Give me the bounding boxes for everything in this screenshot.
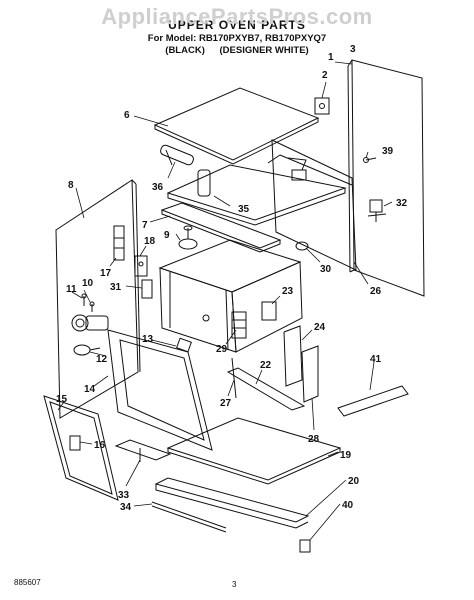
part-side-bracket [283,325,303,387]
part-front-rail [160,202,282,253]
part-latch [134,255,148,277]
callout-15: 15 [56,394,68,405]
callout-24: 24 [314,322,326,333]
leader-lines [57,61,393,541]
callout-36: 36 [152,182,164,193]
part-inner-top-shelf [166,154,353,226]
callout-9: 9 [164,230,170,241]
part-door-gasket [43,395,119,501]
part-elbow-fitting [160,144,211,197]
callout-41: 41 [370,354,382,365]
callout-1: 1 [328,52,334,63]
callout-10: 10 [82,278,94,289]
watermark: AppliancePartsPros.com [101,4,373,29]
diagram-title: UPPER OVEN PARTS [168,18,306,32]
part-bottom-panel [166,417,342,485]
part-kick-plate [154,477,310,529]
part-hinge-receiver [71,314,109,332]
callout-26: 26 [370,286,382,297]
callout-29: 29 [216,344,228,355]
part-bar [337,385,409,417]
callout-22: 22 [260,360,272,371]
callout-28: 28 [308,434,320,445]
callout-39: 39 [382,146,394,157]
callout-18: 18 [144,236,156,247]
callout-11: 11 [66,284,77,295]
part-side-panel-left [55,179,141,419]
part-terminal-block [231,311,247,339]
callout-2: 2 [322,70,328,81]
callout-31: 31 [110,282,122,293]
part-clip [299,539,311,553]
callout-17: 17 [100,268,112,279]
part-plug [73,344,101,356]
variant-line: (BLACK) (DESIGNER WHITE) [0,45,474,56]
part-fasteners [81,293,95,312]
callout-13: 13 [142,334,154,345]
part-top-panel [153,87,320,165]
callout-14: 14 [84,384,96,395]
part-valve-nut [178,225,198,250]
part-spreader [114,439,172,462]
callout-32: 32 [396,198,408,209]
part-grommet [295,241,309,251]
callout-35: 35 [238,204,250,215]
variant-white: (DESIGNER WHITE) [219,45,309,56]
part-back-panel [271,139,357,271]
part-door-frame [107,329,213,451]
part-bottom-rail [226,367,306,411]
part-heat-shield [261,301,277,321]
part-door-hinge [176,337,192,353]
part-oven-cavity [158,239,303,353]
callout-19: 19 [340,450,352,461]
callout-34: 34 [120,502,132,513]
variant-black: (BLACK) [165,45,205,56]
part-thermostat-bracket [367,199,387,222]
callout-16: 16 [94,440,106,451]
part-floor-support [231,357,237,399]
part-side-panel-right [347,59,425,297]
model-line: For Model: RB170PXYB7, RB170PXYQ7 [147,33,327,44]
part-switch [141,279,153,299]
callout-40: 40 [342,500,354,511]
part-lower-bracket [301,345,319,403]
document-number: 885607 [14,578,41,587]
callout-27: 27 [220,398,232,409]
callout-33: 33 [118,490,130,501]
part-bracket-small [314,97,330,115]
part-screw [363,157,377,163]
callout-3: 3 [350,44,356,55]
callout-23: 23 [282,286,294,297]
callout-7: 7 [142,220,148,231]
part-lower-trim [151,501,227,533]
callout-6: 6 [124,110,130,121]
callout-12: 12 [96,354,108,365]
callout-30: 30 [320,264,332,275]
part-hinge-bracket [113,225,125,261]
page-number: 3 [232,580,237,589]
callout-20: 20 [348,476,360,487]
callout-8: 8 [68,180,74,191]
callout-labels: 1 2 3 6 8 39 36 35 32 7 9 18 17 30 11 10… [56,44,408,513]
